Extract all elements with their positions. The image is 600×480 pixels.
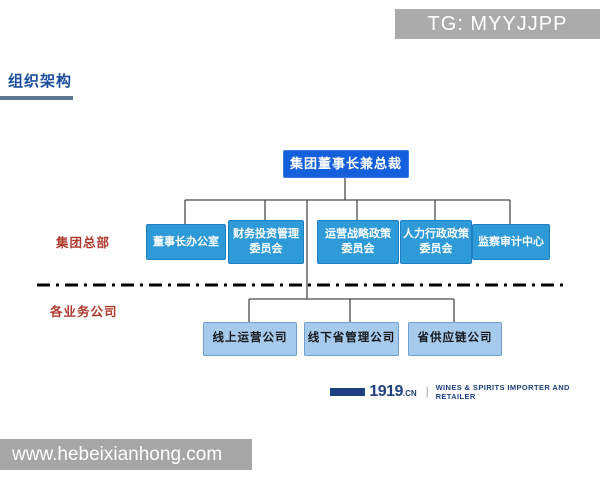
- page-title: 组织架构: [8, 73, 73, 90]
- org-box-chairman-office: 董事长办公室: [146, 224, 226, 260]
- watermark-url: www.hebeixianhong.com: [0, 439, 252, 470]
- section-label-business-companies: 各业务公司: [50, 305, 118, 319]
- footer-divider: |: [425, 385, 429, 398]
- org-box-audit-supervision-center: 监察审计中心: [472, 224, 550, 260]
- title-underline: [0, 96, 73, 100]
- org-box-province-supplychain-company: 省供应链公司: [408, 322, 502, 356]
- org-box-online-operations-company: 线上运营公司: [203, 322, 297, 356]
- org-box-offline-province-mgmt-company: 线下省管理公司: [304, 322, 399, 356]
- org-box-operations-strategy-committee: 运营战略政策 委员会: [317, 220, 399, 264]
- footer-tagline: WINES & SPIRITS IMPORTER AND RETAILER: [435, 382, 570, 401]
- logo-1919: 1919: [369, 382, 403, 400]
- tg-contact-badge: TG: MYYJJPP: [395, 9, 600, 39]
- footer-brand: 1919 .CN | WINES & SPIRITS IMPORTER AND …: [330, 382, 600, 401]
- logo-bar: [330, 387, 366, 396]
- org-box-hr-admin-policy-committee: 人力行政政策 委员会: [400, 220, 472, 264]
- org-box-chairman-president: 集团董事长兼总裁: [283, 150, 409, 178]
- section-label-group-hq: 集团总部: [56, 236, 111, 250]
- logo-cn-suffix: .CN: [402, 389, 417, 398]
- org-box-finance-investment-committee: 财务投资管理 委员会: [228, 220, 304, 264]
